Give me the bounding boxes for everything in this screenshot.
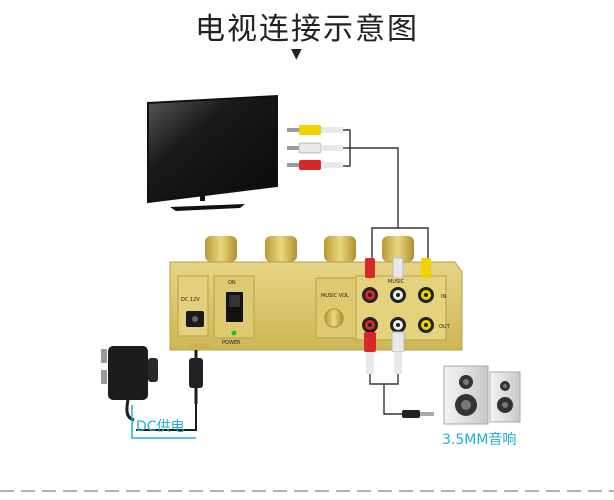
music-vol-label: MUSIC VOL xyxy=(321,293,349,299)
diagram-title: 电视连接示意图 xyxy=(195,12,419,47)
cable-tv-to-box xyxy=(350,147,429,258)
dc-power-label: DC供电 xyxy=(136,419,185,435)
power-led xyxy=(231,330,237,336)
rca-plugs-tv xyxy=(287,125,351,170)
box-knobs xyxy=(205,236,414,262)
out-label: OUT xyxy=(439,324,451,330)
rca-plugs-out xyxy=(364,331,405,415)
television xyxy=(147,94,278,211)
down-arrow-icon: ▼ xyxy=(291,46,302,62)
mixer-box: DC 12V ON POWER MUSIC VOL MUSIC IN OUT xyxy=(169,261,463,351)
dc-label: DC 12V xyxy=(181,297,200,303)
in-label: IN xyxy=(441,294,446,300)
rca-plugs-in xyxy=(365,257,431,279)
speakers xyxy=(443,365,521,425)
rca-jacks xyxy=(362,287,434,333)
music-label: MUSIC xyxy=(388,279,405,285)
power-label: POWER xyxy=(222,340,241,346)
on-label: ON xyxy=(228,280,236,286)
dc-callout-frame xyxy=(131,405,196,439)
power-adapter xyxy=(101,344,210,431)
aux-plug xyxy=(402,410,434,418)
speaker-label: 3.5MM音响 xyxy=(442,432,517,448)
